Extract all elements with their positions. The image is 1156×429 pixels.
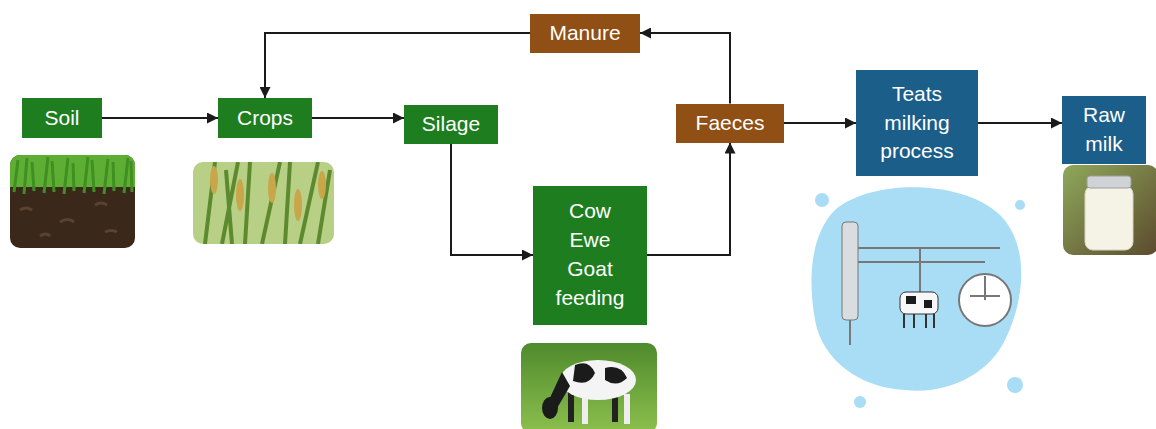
grain-head xyxy=(268,173,276,203)
process-box: Manure xyxy=(530,14,640,53)
crops-background xyxy=(193,162,334,244)
grass-blades xyxy=(14,157,132,194)
small-cow-legs xyxy=(904,314,934,328)
splash-drop xyxy=(1007,377,1023,393)
crop-stalks xyxy=(205,162,330,244)
flow-arrow xyxy=(640,33,730,104)
process-box: Raw milk xyxy=(1062,96,1146,164)
small-cow-body xyxy=(900,292,938,314)
splash-drop xyxy=(854,396,866,408)
flow-arrow xyxy=(312,117,404,119)
process-box: Soil xyxy=(22,98,102,138)
milk-splash xyxy=(812,187,1022,390)
cow-picture xyxy=(521,343,657,429)
soil-picture xyxy=(10,155,135,248)
node-label: Teats milking process xyxy=(880,80,954,167)
cow-patches xyxy=(573,363,627,383)
flow-arrow xyxy=(784,122,856,124)
node-label: Faeces xyxy=(696,109,765,138)
process-box: Cow Ewe Goat feeding xyxy=(533,186,647,325)
crops-picture xyxy=(193,162,334,244)
cow-leg xyxy=(568,392,574,422)
grain-heads xyxy=(210,166,326,221)
grain-head xyxy=(294,189,302,221)
process-box: Faeces xyxy=(676,104,784,143)
cow-head xyxy=(542,397,558,419)
process-box: Crops xyxy=(218,98,312,138)
grain-head xyxy=(236,179,244,211)
node-label: Soil xyxy=(44,104,79,133)
jar-background xyxy=(1063,165,1156,255)
node-label: Silage xyxy=(422,110,480,139)
pasture xyxy=(521,343,657,429)
milk-receiver xyxy=(842,222,858,320)
node-label: Raw milk xyxy=(1083,101,1125,159)
cow-leg xyxy=(624,394,630,424)
process-box: Teats milking process xyxy=(856,70,978,176)
jar-lid xyxy=(1087,176,1131,188)
milk-pipes xyxy=(850,248,1000,345)
flow-arrow xyxy=(978,122,1062,124)
milking-picture xyxy=(812,187,1025,408)
splash-drop xyxy=(1015,200,1025,210)
splash-drop xyxy=(815,193,829,207)
soil-clods xyxy=(20,203,117,236)
milk-jar-picture xyxy=(1063,165,1156,255)
flow-arrow xyxy=(451,144,533,256)
flow-arrow xyxy=(102,117,218,119)
cow-body xyxy=(560,360,636,400)
cooling-tank xyxy=(959,274,1011,326)
node-label: Cow Ewe Goat feeding xyxy=(556,197,625,313)
tank-stirrer xyxy=(970,276,1000,300)
flow-arrow xyxy=(265,33,530,98)
soil-ground xyxy=(10,155,135,248)
process-box: Silage xyxy=(404,105,498,144)
small-cow-patches xyxy=(906,296,932,308)
node-label: Manure xyxy=(549,19,620,48)
node-label: Crops xyxy=(237,104,293,133)
grain-head xyxy=(210,166,218,194)
grain-head xyxy=(318,171,326,199)
milk-jar xyxy=(1085,186,1133,250)
flow-arrow xyxy=(647,143,730,256)
